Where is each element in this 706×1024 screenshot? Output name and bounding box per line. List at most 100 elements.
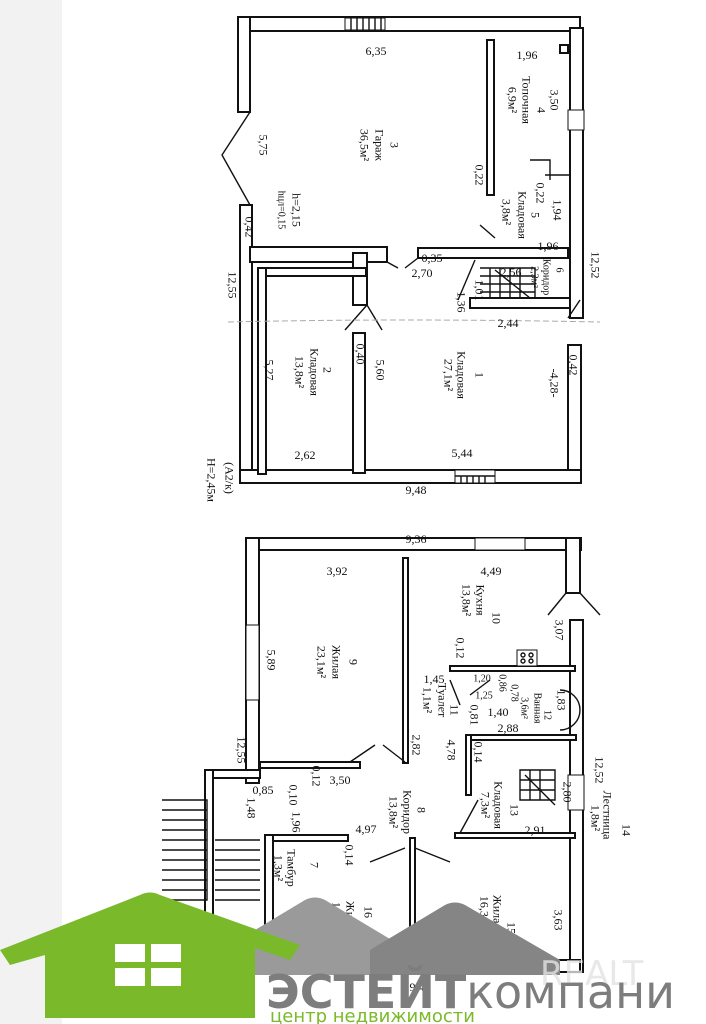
dim-label: 6,35 xyxy=(366,44,387,58)
room-number: 9 xyxy=(346,659,360,665)
dim-label: 0,40 xyxy=(353,344,367,365)
upper-plan-labels: 6,35 1,96 Топочная 6,9м² 4 3,50 Гараж 36… xyxy=(204,44,602,503)
green-house-icon xyxy=(0,892,300,1018)
dim-label: 2,82 xyxy=(409,735,423,756)
room-name: Лестница xyxy=(600,791,614,841)
gray-house-icon xyxy=(370,902,560,975)
dim-label: -4,28- xyxy=(547,369,561,398)
dim-label: 5,27 xyxy=(262,360,276,381)
dim-label: 5,75 xyxy=(256,135,270,156)
dim-label: 4,97 xyxy=(356,822,377,836)
room-name: Ванная xyxy=(532,693,543,724)
window-pane xyxy=(115,944,145,962)
dim-label: 2,44 xyxy=(498,316,519,330)
room-number: 5 xyxy=(528,212,542,218)
lower-plan-labels: 9,36 3,92 4,49 Кухня 13,8м² 10 3,07 Жила… xyxy=(234,532,633,994)
room-name: Кладовая xyxy=(307,348,321,396)
window-pane xyxy=(115,968,145,986)
room-name: Кладовая xyxy=(491,781,505,829)
dim-label: 3,92 xyxy=(327,564,348,578)
dim-label: 0,42 xyxy=(242,217,256,238)
dim-label: 1,96 xyxy=(517,48,538,62)
room-area: 1,1м² xyxy=(420,687,434,714)
height-label: h=2,15 xyxy=(289,193,303,227)
dim-label: 3,63 xyxy=(551,910,565,931)
room-number: 12 xyxy=(542,710,553,720)
room-number: 3 xyxy=(387,142,401,148)
room-area: 3,8м² xyxy=(499,199,513,226)
dim-label: 0,14 xyxy=(342,845,356,866)
room-area: 27,1м² xyxy=(441,359,455,392)
dim-label: 12,52 xyxy=(592,757,606,784)
room-name: Жилая xyxy=(329,645,343,679)
dim-label: 9,48 xyxy=(406,483,427,497)
dim-label: 2,88 xyxy=(498,721,519,735)
dim-label: 1,40 xyxy=(488,705,509,719)
room-number: 8 xyxy=(414,807,428,813)
room-area: 2,3м² xyxy=(529,266,540,288)
dim-label: 1,96 xyxy=(289,812,303,833)
dim-label: 2,80 xyxy=(560,782,574,803)
room-number: 10 xyxy=(489,612,503,624)
lower-plan-walls xyxy=(162,537,601,973)
room-number: 11 xyxy=(447,704,461,716)
room-number: 7 xyxy=(307,862,321,868)
dim-label: 5,44 xyxy=(452,446,473,460)
room-area: 1,3м² xyxy=(271,855,285,882)
room-number: 1 xyxy=(472,372,486,378)
room-name: Гараж xyxy=(372,129,386,161)
dim-label: 12,55 xyxy=(234,737,248,764)
dim-label: 9,49 xyxy=(410,980,431,994)
dim-label: 0,81 xyxy=(467,705,481,726)
dim-label: 9,36 xyxy=(406,532,427,546)
room-number: 6 xyxy=(554,268,565,273)
dim-label: 0,86 xyxy=(497,674,508,692)
dim-label: 4,78 xyxy=(444,740,458,761)
height-label: hцл=0,15 xyxy=(276,191,287,229)
dim-label: 12,52 xyxy=(588,252,602,279)
watermark-logo: REALT ЭСТЕЙТкомпани центр недвижимости xyxy=(0,892,675,1024)
dim-label: 0,22 xyxy=(472,165,486,186)
room-name: Кухня xyxy=(473,584,487,616)
dim-label: 0,12 xyxy=(309,766,323,787)
room-number: 2 xyxy=(320,367,334,373)
floor-code: (А2/к) xyxy=(222,462,236,494)
room-name: Туалет xyxy=(435,683,449,718)
room-name: Тамбур xyxy=(284,849,298,887)
dim-label: 2,62 xyxy=(295,448,316,462)
dim-label: 3,07 xyxy=(552,620,566,641)
dim-label: 0,12 xyxy=(453,638,467,659)
room-name: Кладовая xyxy=(515,191,529,239)
dim-label: 1,01 xyxy=(472,280,486,301)
dim-label: 0,85 xyxy=(253,783,274,797)
window-pane xyxy=(151,968,181,986)
dim-label: 1,96 xyxy=(538,239,559,253)
dim-label: 3,50 xyxy=(330,773,351,787)
room-name: Жилая xyxy=(490,895,504,929)
dim-label: 1,36 xyxy=(454,292,468,313)
floor-height: Н=2,45м xyxy=(204,458,218,502)
dim-label: 1,20 xyxy=(473,673,491,684)
window-pane xyxy=(151,944,181,962)
room-area: 36,5м² xyxy=(357,129,371,162)
dim-label: 0,10 xyxy=(286,785,300,806)
dim-label: 2,56 xyxy=(501,265,522,279)
room-number: 16 xyxy=(361,906,375,918)
dim-label: 0,42 xyxy=(566,355,580,376)
dim-label: 1,45 xyxy=(424,672,445,686)
room-name: Кладовая xyxy=(454,351,468,399)
room-number: 4 xyxy=(534,107,548,113)
dim-label: 1,48 xyxy=(244,798,258,819)
room-area: 1,8м² xyxy=(588,805,602,832)
room-area: 6,9м² xyxy=(505,87,519,114)
dim-label: 2,70 xyxy=(412,266,433,280)
brand-tagline: центр недвижимости xyxy=(270,1006,475,1024)
room-number: 14 xyxy=(619,824,633,836)
room-name: Коридор xyxy=(400,790,414,834)
dim-label: 1,94 xyxy=(550,200,564,221)
dim-label: 0,22 xyxy=(533,183,547,204)
dim-label: 0,14 xyxy=(471,742,485,763)
dim-label: 1,83 xyxy=(554,690,568,711)
scan-margin xyxy=(0,0,62,1024)
